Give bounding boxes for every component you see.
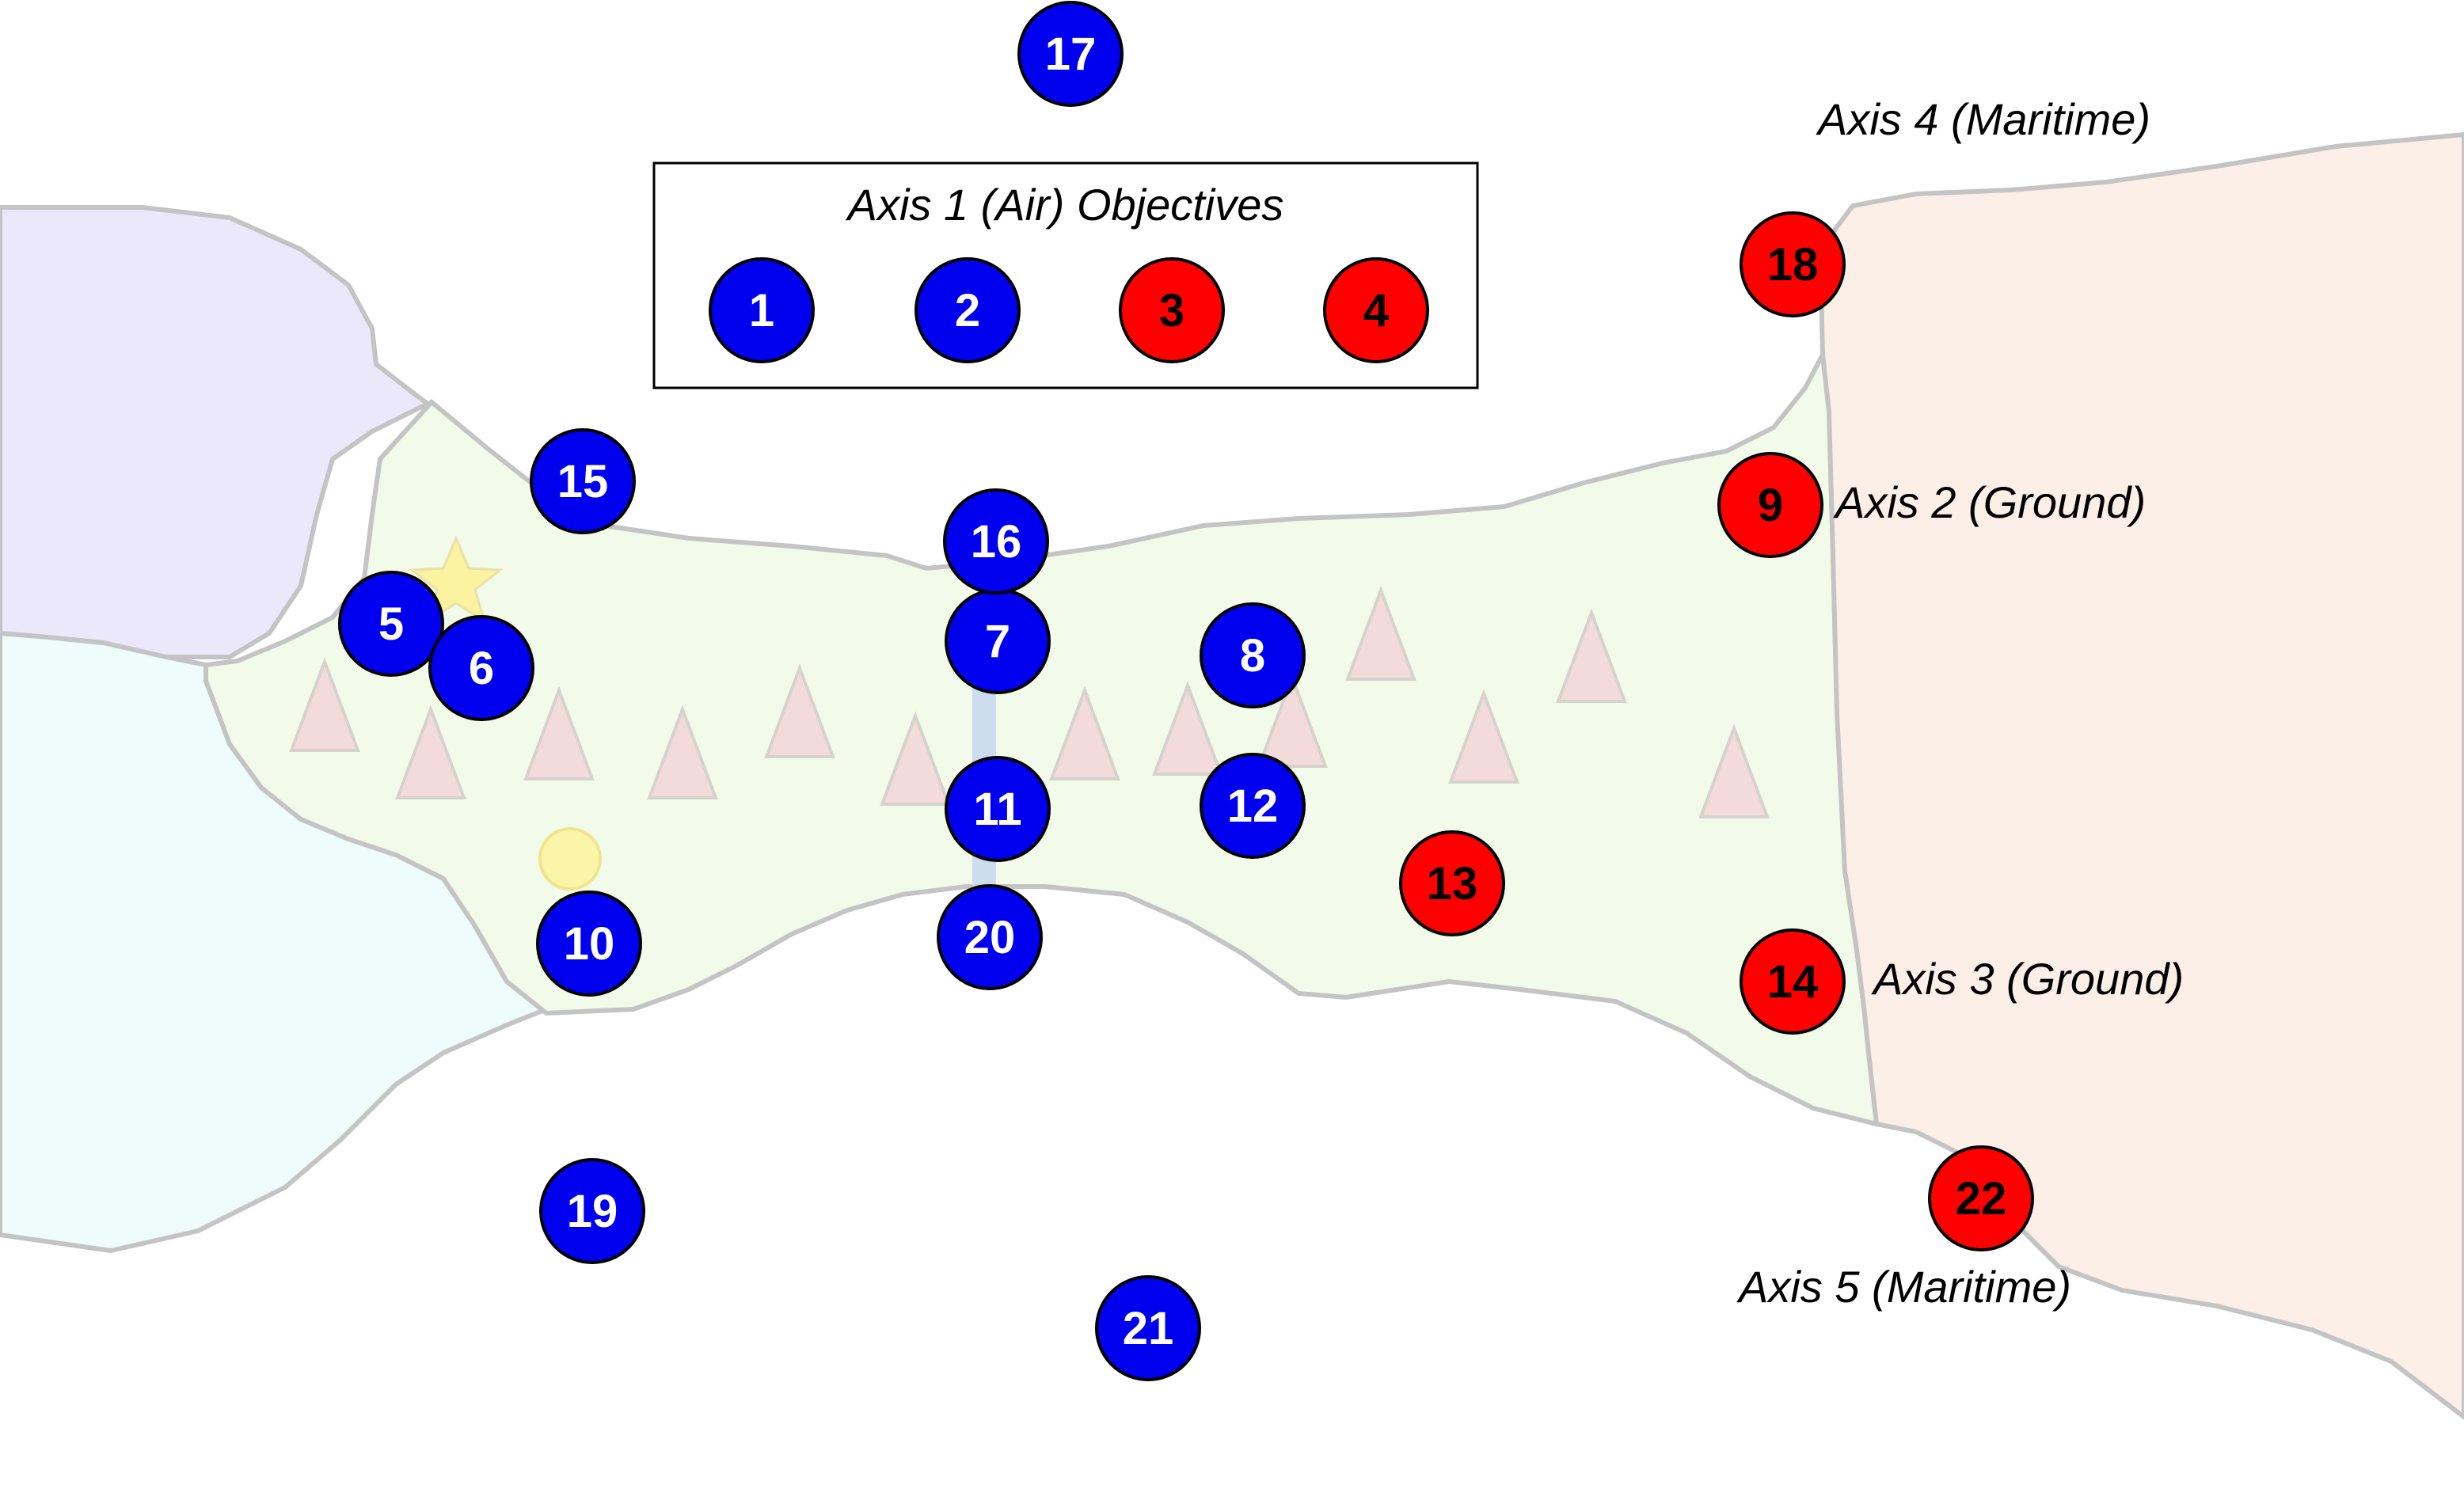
objective-circle (1119, 257, 1225, 363)
objective-number: 15 (557, 456, 609, 507)
objective-circle (945, 756, 1051, 862)
mountain-icon (764, 663, 835, 758)
objective-number: 18 (1767, 239, 1819, 291)
city-dot-icon (538, 827, 602, 891)
objective-number: 1 (749, 285, 774, 336)
objective-circle (1323, 257, 1429, 363)
objective-marker-1: 1 (709, 257, 815, 363)
objective-number: 14 (1767, 956, 1819, 1008)
objective-number: 19 (567, 1186, 618, 1237)
objective-circle (709, 257, 815, 363)
objective-circle (338, 571, 444, 677)
mountain-icon (1698, 723, 1770, 818)
objective-marker-5: 5 (338, 571, 444, 677)
objective-circle (1740, 211, 1846, 317)
objective-marker-3: 3 (1119, 257, 1225, 363)
legend-markers: 1 2 3 4 (709, 257, 1429, 363)
mountain-icon (1448, 689, 1519, 784)
objective-number: 2 (955, 285, 980, 336)
mountain-icon (1556, 608, 1627, 703)
objective-marker-2: 2 (914, 257, 1021, 363)
objective-circle (539, 1158, 645, 1264)
objective-number: 3 (1159, 285, 1184, 336)
objective-number: 21 (1123, 1303, 1174, 1354)
mountain-icon (523, 685, 595, 780)
mountain-icon (395, 704, 466, 799)
objective-circle (1017, 1, 1124, 107)
objective-marker-13: 13 (1399, 830, 1505, 936)
objective-marker-4: 4 (1323, 257, 1429, 363)
objective-number: 12 (1227, 780, 1279, 832)
axis3-label: Axis 3 (Ground) (1871, 954, 2184, 1004)
mountain-icon (880, 711, 951, 806)
objective-number: 16 (971, 516, 1022, 568)
legend: Axis 1 (Air) Objectives 1 2 3 4 (652, 161, 1479, 389)
objective-marker-8: 8 (1200, 602, 1306, 708)
objective-number: 11 (973, 784, 1021, 835)
objective-circle (1200, 753, 1306, 859)
objective-marker-6: 6 (428, 615, 534, 721)
objective-number: 7 (985, 616, 1010, 667)
objective-number: 22 (1956, 1173, 2007, 1225)
objective-number: 20 (964, 912, 1016, 963)
objective-marker-7: 7 (945, 588, 1051, 694)
mountain-icon (1049, 685, 1120, 780)
objective-circle (937, 884, 1043, 990)
mountain-icon (289, 657, 360, 752)
objective-number: 8 (1240, 630, 1265, 682)
objective-number: 13 (1427, 858, 1478, 909)
mountain-icon (1152, 681, 1223, 776)
objective-marker-20: 20 (937, 884, 1043, 990)
axis4-label: Axis 4 (Maritime) (1816, 94, 2150, 144)
objective-number: 17 (1045, 28, 1097, 80)
objective-marker-17: 17 (1017, 1, 1124, 107)
objective-marker-19: 19 (539, 1158, 645, 1264)
mountain-icon (1345, 586, 1416, 681)
legend-title: Axis 1 (Air) Objectives (846, 180, 1284, 230)
objective-marker-18: 18 (1740, 211, 1846, 317)
mountain-icon (647, 704, 718, 799)
objective-circle (1095, 1275, 1201, 1381)
objective-circle (530, 428, 636, 534)
objective-marker-21: 21 (1095, 1275, 1201, 1381)
mountain-icon (1257, 673, 1328, 768)
objective-marker-16: 16 (943, 488, 1049, 594)
objective-circle (428, 615, 534, 721)
objective-marker-10: 10 (536, 891, 642, 997)
objective-number: 5 (378, 598, 404, 650)
objective-number: 10 (564, 918, 615, 970)
objective-circle (943, 488, 1049, 594)
objective-number: 4 (1363, 285, 1389, 336)
objective-number: 9 (1758, 480, 1783, 531)
axis2-label: Axis 2 (Ground) (1833, 477, 2146, 527)
objective-marker-9: 9 (1717, 452, 1823, 558)
objective-circle (1717, 452, 1823, 558)
objective-marker-15: 15 (530, 428, 636, 534)
mountain-range (289, 586, 1770, 818)
objective-circle (536, 891, 642, 997)
objective-marker-14: 14 (1740, 928, 1846, 1035)
objective-marker-22: 22 (1928, 1145, 2034, 1251)
objective-circle (1200, 602, 1306, 708)
objective-circle (1928, 1145, 2034, 1251)
objective-marker-12: 12 (1200, 753, 1306, 859)
objective-marker-11: 11 (945, 756, 1051, 862)
objective-circle (1740, 928, 1846, 1035)
axis5-label: Axis 5 (Maritime) (1736, 1262, 2071, 1312)
region-east (1818, 131, 2464, 1420)
objective-number: 6 (469, 643, 494, 694)
objective-circle (914, 257, 1021, 363)
objective-circle (1399, 830, 1505, 936)
